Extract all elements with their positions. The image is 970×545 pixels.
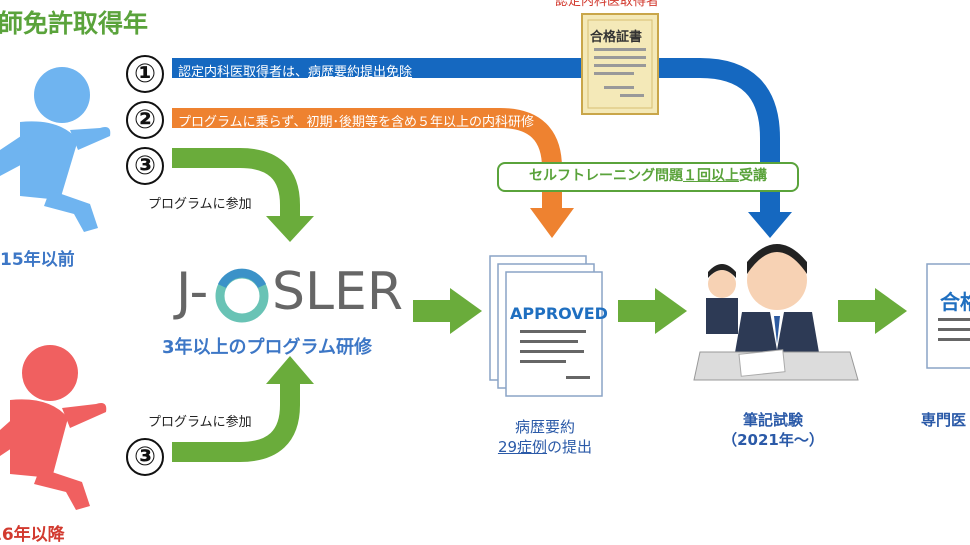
route-1-number: ① (126, 55, 164, 93)
flow-arrow-exam-to-specialist (838, 288, 907, 334)
certificate-illustration (581, 13, 659, 115)
summary-caption-line2: 29症例の提出 (480, 436, 610, 457)
summary-caption-underlined: 29症例 (497, 438, 548, 456)
exam-caption-line2: （2021年～） (722, 431, 824, 449)
approved-stamp: APPROVED (510, 304, 608, 323)
specialist-certificate-illustration (926, 263, 970, 369)
exam-scene-illustration (693, 244, 859, 381)
self-training-post: 受講 (739, 168, 767, 184)
flow-arrow-josler-to-summary (413, 288, 482, 334)
final-stamp: 合格 (940, 290, 970, 314)
summary-caption-line1: 病歴要約 (514, 418, 575, 436)
josler-logo-j: J- (176, 262, 209, 322)
route-1-label-underlined: 病歴要約提出免除 (308, 65, 413, 80)
route-3-bottom-green-arrow (172, 356, 314, 462)
before-2015-label: 15年以前 (0, 250, 75, 270)
running-person-blue-illustration (0, 67, 111, 232)
route-3-top-label: プログラムに参加 (148, 197, 252, 212)
route-3-bottom-label: プログラムに参加 (148, 415, 252, 430)
josler-caption: 3年以上のプログラム研修 (162, 337, 372, 358)
route-1-label: 認定内科医取得者は、病歴要約提出免除 (178, 61, 412, 80)
josler-logo-ring (215, 268, 269, 323)
certificate-label: 合格証書 (590, 30, 643, 45)
route-2-label: プログラムに乗らず、初期･後期等を含め５年以上の内科研修 (178, 115, 534, 130)
route-1-blue-arrow (172, 58, 792, 238)
after-2016-label: 16年以降 (0, 525, 65, 545)
self-training-pre: セルフトレーニング問題 (529, 168, 683, 184)
josler-logo-rest: SLER (272, 262, 403, 322)
route-3-number-top: ③ (126, 147, 164, 185)
summary-caption-rest: の提出 (547, 438, 593, 456)
route-3-top-green-arrow (172, 148, 314, 242)
flow-arrow-summary-to-exam (618, 288, 687, 334)
certificate-top-label: 認定内科医取得者 (555, 0, 660, 9)
self-training-badge: セルフトレーニング問題１回以上受講 (497, 162, 799, 192)
specialist-caption: 専門医 (921, 411, 967, 429)
running-person-red-illustration (0, 345, 107, 510)
route-2-number: ② (126, 101, 164, 139)
exam-caption-line1: 筆記試験 (742, 411, 803, 429)
approved-documents-illustration (489, 255, 603, 397)
page-title: 師免許取得年 (0, 9, 149, 38)
route-1-label-pre: 認定内科医取得者は、 (178, 65, 309, 80)
route-3-number-bottom: ③ (126, 438, 164, 476)
self-training-underlined: １回以上 (683, 168, 739, 184)
